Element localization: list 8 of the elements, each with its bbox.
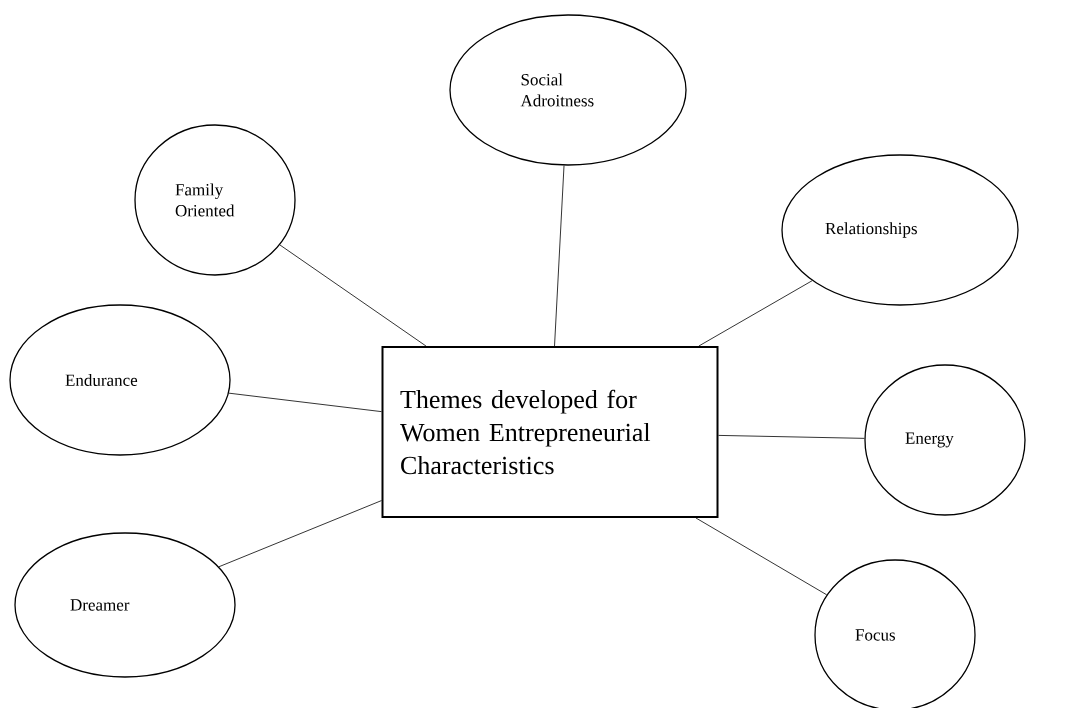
title-box: Themes developed for Women Entrepreneurial Characteristics: [381, 346, 719, 518]
connector-line: [554, 165, 565, 347]
connector-line: [218, 500, 382, 568]
connector-line: [279, 244, 427, 347]
connector-line: [718, 435, 865, 439]
connector-line: [228, 392, 382, 413]
connector-line: [695, 517, 828, 596]
connector-line: [698, 280, 813, 347]
